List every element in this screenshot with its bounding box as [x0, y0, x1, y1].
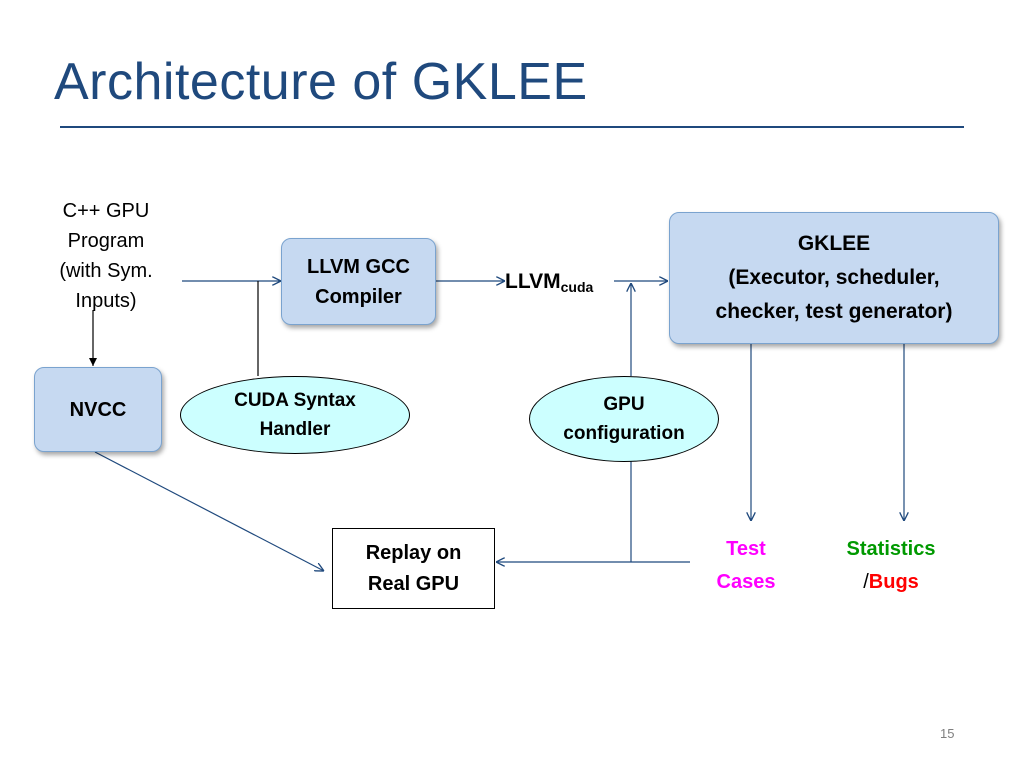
- gpu-configuration-ellipse: GPU configuration: [529, 376, 719, 462]
- nvcc-box: NVCC: [34, 367, 162, 452]
- test-cases-label: Test Cases: [716, 538, 776, 593]
- bugs-label: Bugs: [868, 571, 919, 593]
- page-title: Architecture of GKLEE: [54, 53, 588, 111]
- title-divider: [60, 126, 964, 128]
- gklee-box: GKLEE (Executor, scheduler, checker, tes…: [669, 212, 999, 344]
- page-number: 15: [940, 726, 955, 741]
- statistics-label: Statistics: [846, 538, 936, 560]
- replay-on-real-gpu-box: Replay on Real GPU: [332, 528, 495, 609]
- arrow-nvcc-to-replay: [94, 451, 324, 571]
- cuda-syntax-handler-ellipse: CUDA Syntax Handler: [180, 376, 410, 454]
- source-program-label: C++ GPU Program (with Sym. Inputs): [59, 200, 153, 312]
- llvm-cuda-label: LLVMcuda: [505, 270, 594, 295]
- statistics-bugs-label: Statistics /Bugs: [826, 533, 956, 599]
- llvm-gcc-compiler-box: LLVM GCC Compiler: [281, 238, 436, 325]
- slash: /: [863, 571, 869, 593]
